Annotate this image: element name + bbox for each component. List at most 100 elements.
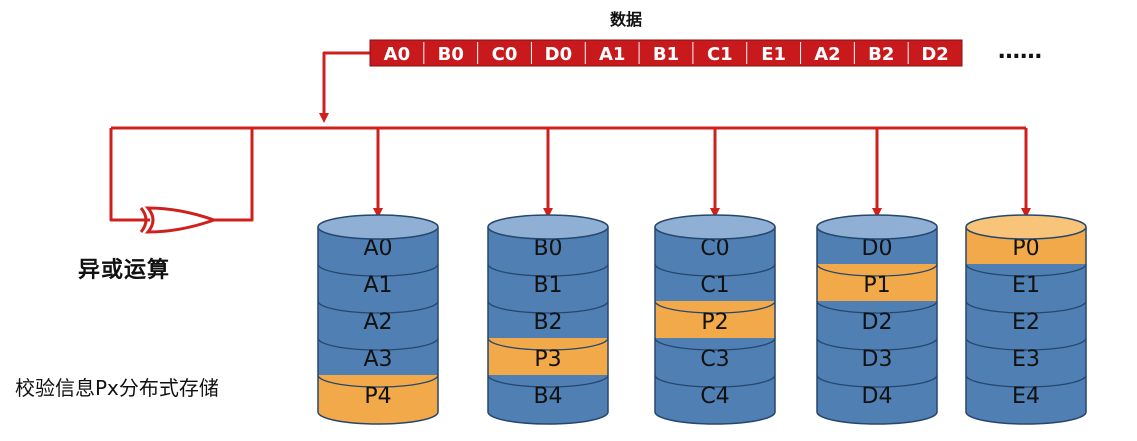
disk-bottom-edge	[965, 411, 1087, 425]
wires	[109, 51, 1026, 222]
block-label: B0	[533, 236, 562, 261]
block-seam	[965, 374, 1087, 388]
disk-block	[655, 301, 775, 338]
disk-bottom-edge	[317, 411, 439, 425]
block-label: C4	[700, 384, 729, 409]
disk-array: A0A1A2A3P4B0B1B2P3B4C0C1P2C3C4D0P1D2D3D4…	[317, 128, 1087, 425]
block-label: E2	[1012, 310, 1040, 335]
xor-gate-back	[139, 207, 148, 233]
disk-block	[318, 338, 438, 375]
xor-gate-icon	[139, 206, 219, 234]
stream-cell: D2	[921, 44, 948, 65]
block-label: B4	[533, 384, 562, 409]
block-seam	[654, 263, 776, 277]
block-seam	[487, 337, 609, 351]
block-seam	[816, 263, 938, 277]
block-seam	[317, 263, 439, 277]
block-label: P2	[701, 310, 728, 335]
disk-block	[966, 264, 1086, 301]
block-label: D0	[862, 236, 893, 261]
disk-top	[965, 214, 1087, 240]
disk-block	[488, 338, 608, 375]
block-label: D2	[862, 310, 893, 335]
block-label: A2	[363, 310, 392, 335]
block-label: B1	[533, 273, 562, 298]
stream-cell: C1	[707, 44, 733, 65]
disk-block	[966, 375, 1086, 412]
disk-block	[655, 375, 775, 412]
stream-cell: C0	[492, 44, 518, 65]
block-label: P3	[534, 347, 561, 372]
parity-note: 校验信息Px分布式存储	[15, 376, 219, 400]
stream-cell: E1	[761, 44, 786, 65]
block-label: B2	[533, 310, 562, 335]
xor-gate-body	[144, 206, 219, 234]
stream-cell: A0	[384, 44, 410, 65]
block-label: P1	[863, 273, 890, 298]
stream-bar	[369, 39, 963, 67]
block-label: D4	[862, 384, 893, 409]
disk-block	[488, 375, 608, 412]
block-seam	[487, 374, 609, 388]
disk-bottom	[966, 412, 1086, 424]
disk-block	[655, 338, 775, 375]
block-seam	[965, 337, 1087, 351]
disk-block	[817, 301, 937, 338]
disk-bottom-edge	[816, 411, 938, 425]
disk-block	[817, 375, 937, 412]
disk-top	[654, 214, 776, 240]
block-seam	[816, 300, 938, 314]
block-seam	[317, 337, 439, 351]
stream-ellipsis: ……	[998, 39, 1042, 64]
stream-cell: B1	[653, 44, 679, 65]
xor-label: 异或运算	[78, 258, 171, 283]
block-seam	[965, 300, 1087, 314]
disk-bottom	[488, 412, 608, 424]
block-label: D3	[862, 347, 893, 372]
block-seam	[965, 263, 1087, 277]
input-wire	[319, 51, 370, 123]
block-label: P0	[1012, 236, 1039, 261]
disk-bottom	[655, 412, 775, 424]
block-seam	[487, 263, 609, 277]
block-seam	[654, 300, 776, 314]
block-seam	[317, 300, 439, 314]
disk-bottom-edge	[487, 411, 609, 425]
disk-block	[318, 301, 438, 338]
stream-cell: B2	[868, 44, 894, 65]
disk-block	[966, 301, 1086, 338]
block-label: A0	[363, 236, 392, 261]
disk-block	[966, 338, 1086, 375]
block-seam	[816, 337, 938, 351]
disk-block	[817, 338, 937, 375]
stream-cell: D0	[545, 44, 572, 65]
disk-block	[318, 264, 438, 301]
disk-bottom-edge	[654, 411, 776, 425]
block-seam	[317, 374, 439, 388]
data-title: 数据	[609, 10, 642, 29]
block-seam	[487, 300, 609, 314]
block-label: C1	[700, 273, 729, 298]
block-seam	[654, 374, 776, 388]
xor-output-wire	[212, 128, 254, 222]
block-label: C0	[700, 236, 729, 261]
disk-bottom	[817, 412, 937, 424]
disk-top	[317, 214, 439, 240]
block-label: A1	[363, 273, 392, 298]
stream-cell: A2	[814, 44, 840, 65]
disk-top	[816, 214, 938, 240]
block-seam	[816, 374, 938, 388]
block-label: E4	[1012, 384, 1040, 409]
disk-block	[488, 301, 608, 338]
block-label: P4	[364, 384, 391, 409]
disk-block	[488, 264, 608, 301]
disk-block	[817, 264, 937, 301]
stream-cell: A1	[599, 44, 625, 65]
